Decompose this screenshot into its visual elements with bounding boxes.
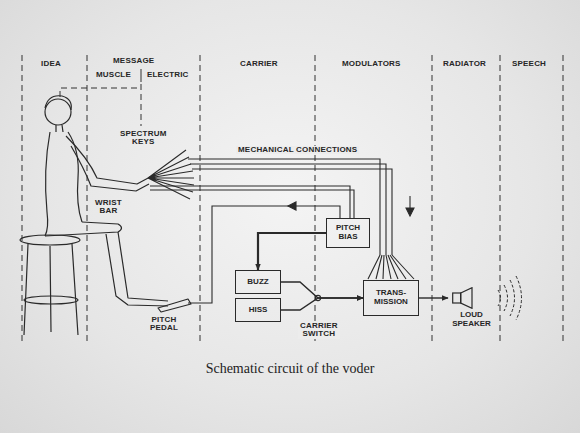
mechanical-connections xyxy=(188,159,414,279)
drawing-stroke xyxy=(563,55,564,345)
muscle-electric-divider xyxy=(141,69,142,82)
drawing-stroke xyxy=(60,88,141,97)
drawing-stroke xyxy=(45,132,50,236)
box-text: BUZZ xyxy=(247,278,268,287)
drawing-stroke xyxy=(45,222,122,236)
column-heading: CARRIER xyxy=(240,60,278,68)
drawing-stroke xyxy=(452,293,460,303)
pitch-bias-box: PITCH BIAS xyxy=(326,218,370,248)
sound-waves xyxy=(498,276,522,320)
drawing-stroke xyxy=(315,55,316,345)
drawing-stroke xyxy=(188,206,340,303)
drawing-stroke xyxy=(432,55,433,345)
figure-caption: Schematic circuit of the voder xyxy=(0,361,580,377)
drawing-stroke xyxy=(22,55,23,345)
drawing-stroke xyxy=(141,84,142,126)
drawing-stroke xyxy=(460,288,471,309)
operator-figure xyxy=(20,96,191,335)
drawing-stroke xyxy=(150,190,354,218)
box-text: TRANS- MISSION xyxy=(374,289,408,307)
drawing-stroke xyxy=(148,150,194,199)
column-heading: MUSCLE xyxy=(96,71,131,79)
drawing-stroke xyxy=(368,255,414,279)
pitch-pedal-link xyxy=(188,202,340,303)
column-heading: MESSAGE xyxy=(113,57,154,65)
signal-connector xyxy=(281,282,363,298)
drawing-stroke xyxy=(200,55,201,345)
drawing-stroke xyxy=(106,234,168,306)
part-label: WRIST BAR xyxy=(95,199,122,216)
wrist-bar-links xyxy=(150,186,354,218)
column-heading: IDEA xyxy=(41,60,61,68)
drawing-stroke xyxy=(20,235,80,245)
drawing-stroke xyxy=(118,232,168,301)
drawing-stroke xyxy=(71,146,149,191)
drawing-stroke xyxy=(150,186,350,218)
column-dividers xyxy=(22,55,563,345)
column-heading: SPEECH xyxy=(512,60,546,68)
signal-connector xyxy=(258,233,326,270)
spectrum-keys xyxy=(148,150,194,199)
drawing-stroke xyxy=(406,208,414,216)
drawing-stroke xyxy=(24,244,78,335)
loudspeaker: LOUD SPEAKER xyxy=(448,287,495,329)
drawing-stroke xyxy=(188,159,380,255)
drawing-stroke xyxy=(158,299,191,312)
signal-connector xyxy=(281,298,363,310)
drawing-stroke xyxy=(498,290,501,306)
drawing-stroke xyxy=(516,276,522,320)
drawing-stroke xyxy=(510,280,515,316)
drawing-stroke xyxy=(192,169,392,255)
column-heading: RADIATOR xyxy=(443,60,486,68)
drawing-stroke xyxy=(288,202,296,210)
hiss-box: HISS xyxy=(235,298,281,322)
drawing-stroke xyxy=(504,285,508,311)
drawing-stroke xyxy=(87,55,88,345)
column-heading: ELECTRIC xyxy=(147,71,189,79)
drawing-stroke xyxy=(190,164,386,255)
box-text: HISS xyxy=(249,306,268,315)
drawing-stroke xyxy=(45,99,71,125)
box-text: PITCH BIAS xyxy=(336,224,360,242)
box-text: LOUD SPEAKER xyxy=(452,311,491,329)
drawing-stroke xyxy=(45,96,71,110)
buzz-box: BUZZ xyxy=(235,270,281,294)
part-label: SPECTRUM KEYS xyxy=(120,130,167,147)
part-label: MECHANICAL CONNECTIONS xyxy=(236,146,359,154)
transmission-box: TRANS- MISSION xyxy=(363,280,419,316)
part-label: CARRIER SWITCH xyxy=(298,322,340,339)
speaker-symbol xyxy=(452,287,492,309)
drawing-stroke xyxy=(24,296,78,304)
part-label: PITCH PEDAL xyxy=(150,316,178,333)
signal-connector xyxy=(419,297,448,298)
column-heading: MODULATORS xyxy=(342,60,401,68)
drawing-stroke xyxy=(56,125,63,132)
